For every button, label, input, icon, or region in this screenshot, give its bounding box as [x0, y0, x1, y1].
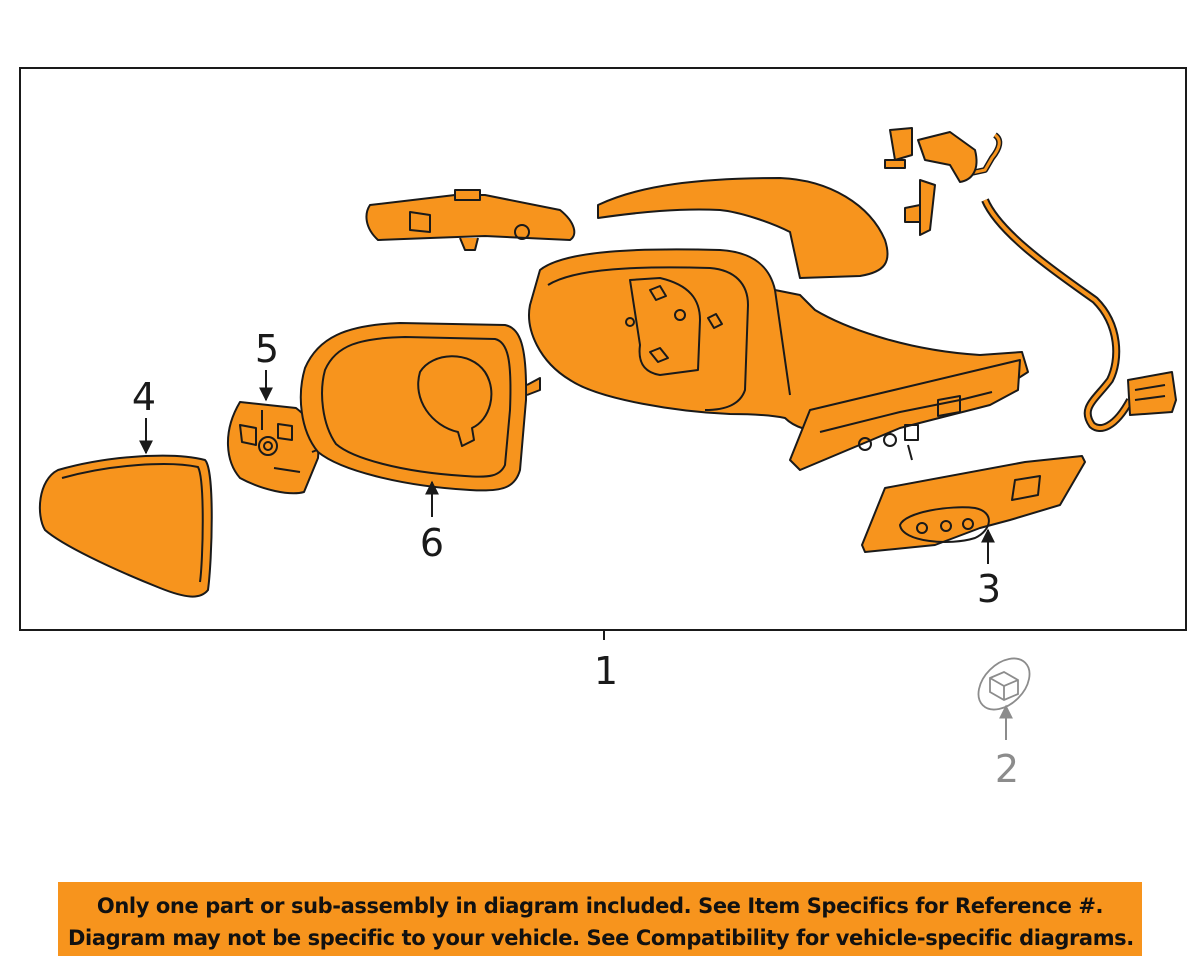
disclaimer-line-2: Diagram may not be specific to your vehi… — [68, 926, 1134, 950]
mirror-backing-plate-part — [299, 322, 541, 492]
callout-5-label: 5 — [254, 327, 280, 371]
disclaimer-banner: Only one part or sub-assembly in diagram… — [58, 882, 1142, 956]
mirror-glass-inner-edge — [61, 463, 204, 583]
mirror-housing-part — [528, 248, 1029, 471]
skull-cap-part — [597, 177, 889, 279]
callout-1-label: 1 — [593, 649, 619, 693]
mounting-nut-part — [977, 657, 1031, 711]
wiring-harness-part — [884, 127, 1177, 432]
base-gasket-part — [861, 455, 1086, 553]
mirror-glass-part — [38, 454, 213, 598]
callout-6-label: 6 — [419, 521, 445, 565]
callout-3-label: 3 — [976, 567, 1002, 611]
parts-diagram — [19, 67, 1187, 740]
actuator-motor-part — [227, 401, 323, 495]
callout-2-label: 2 — [994, 747, 1020, 791]
disclaimer-line-1: Only one part or sub-assembly in diagram… — [96, 894, 1104, 918]
callout-4-label: 4 — [131, 375, 157, 419]
turn-signal-lamp-part — [365, 189, 576, 251]
